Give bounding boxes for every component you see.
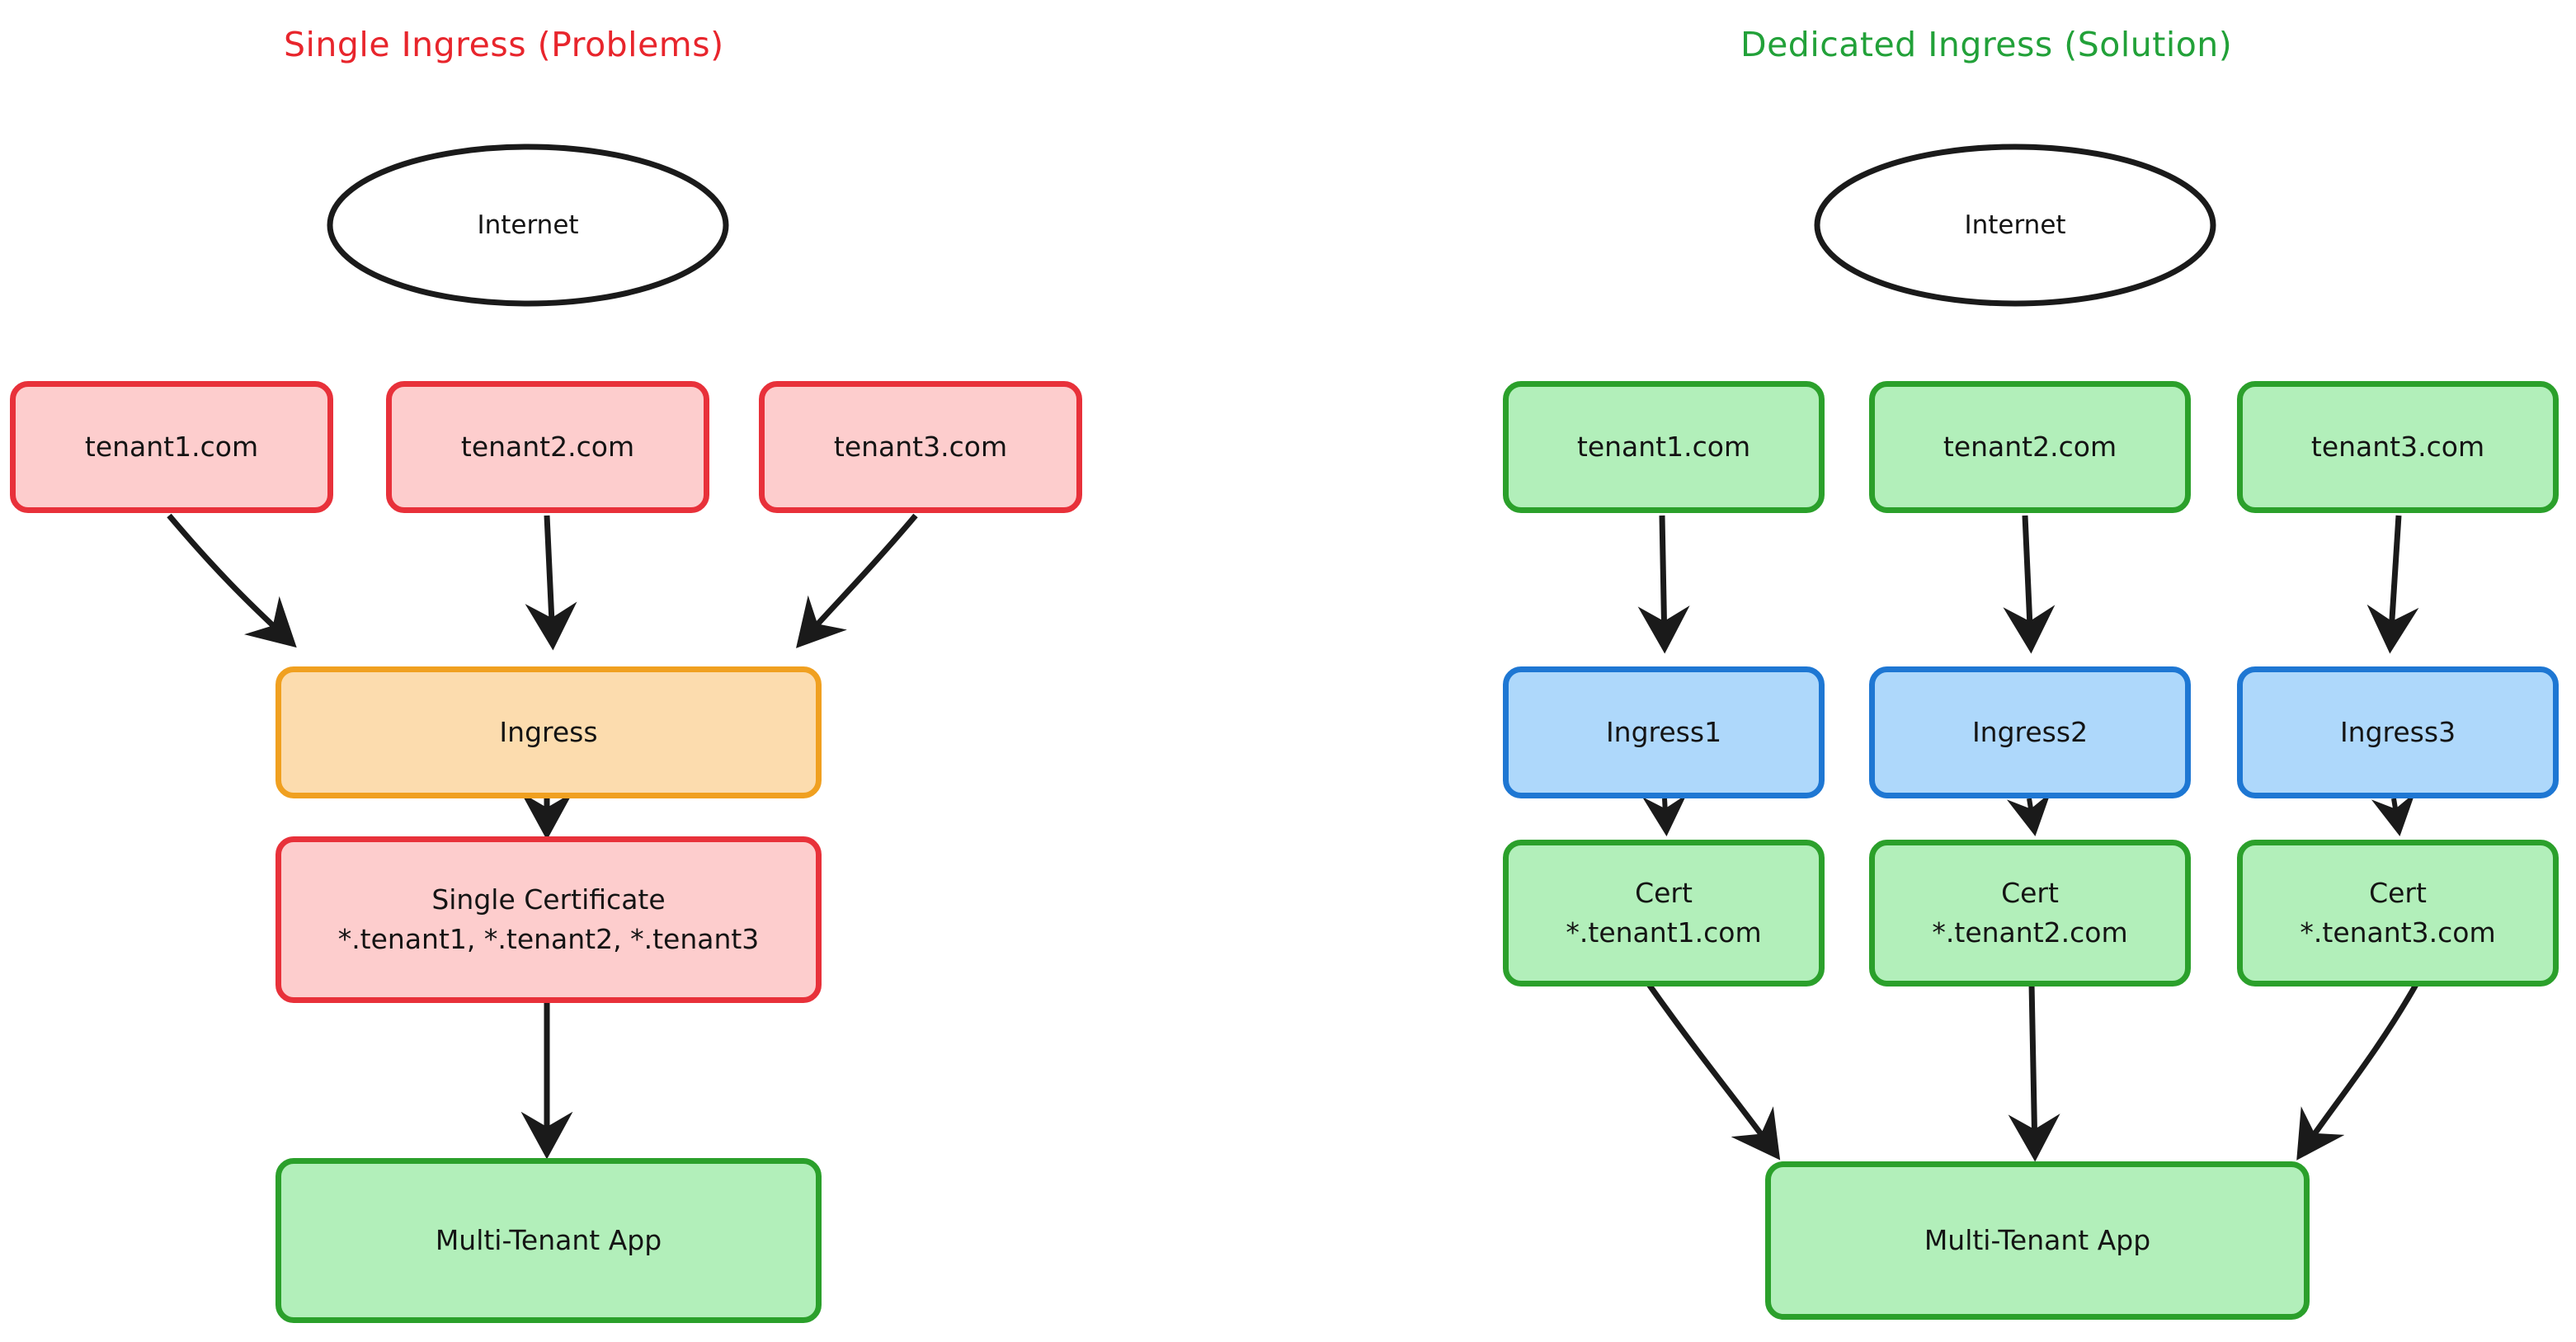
node-label: Ingress (499, 716, 598, 749)
arrow-tenant1-to-ingress1 (1637, 515, 1690, 654)
node-multi-tenant-app-left[interactable]: Multi-Tenant App (275, 1158, 822, 1323)
node-label: Multi-Tenant App (435, 1224, 662, 1257)
node-tenant2-right[interactable]: tenant2.com (1869, 381, 2191, 513)
arrow-cert1-to-app (1646, 981, 1781, 1161)
node-ingress-left[interactable]: Ingress (275, 666, 822, 798)
node-label-primary: Single Certificate (431, 883, 666, 916)
node-cert-tenant1[interactable]: Cert *.tenant1.com (1503, 840, 1825, 986)
arrow-cert2-to-app (2008, 982, 2060, 1162)
node-label: tenant2.com (460, 431, 635, 464)
node-tenant3-left[interactable]: tenant3.com (759, 381, 1082, 513)
node-label-secondary: *.tenant2.com (1932, 916, 2128, 949)
arrow-ingress1-to-cert1 (1641, 794, 1687, 836)
internet-label-left: Internet (477, 210, 579, 240)
node-label: tenant1.com (84, 431, 259, 464)
node-tenant2-left[interactable]: tenant2.com (386, 381, 709, 513)
node-label: Multi-Tenant App (1924, 1224, 2151, 1257)
node-label: tenant1.com (1576, 431, 1751, 464)
node-ingress1[interactable]: Ingress1 (1503, 666, 1825, 798)
node-label: Ingress2 (1971, 716, 2089, 749)
arrow-cert3-to-app (2296, 982, 2420, 1161)
node-label: tenant3.com (2310, 431, 2485, 464)
node-ingress2[interactable]: Ingress2 (1869, 666, 2191, 798)
right-panel-title: Dedicated Ingress (Solution) (1740, 25, 2233, 64)
node-ingress3[interactable]: Ingress3 (2237, 666, 2559, 798)
node-label-primary: Cert (2369, 877, 2427, 910)
arrow-tenant3-to-ingress3 (2366, 515, 2419, 654)
arrow-ingress3-to-cert3 (2371, 792, 2416, 836)
node-label: tenant2.com (1943, 431, 2117, 464)
node-label-primary: Cert (1635, 877, 1693, 910)
internet-label-right: Internet (1964, 210, 2066, 240)
node-tenant1-right[interactable]: tenant1.com (1503, 381, 1825, 513)
left-panel-title: Single Ingress (Problems) (284, 25, 724, 64)
arrow-tenant1-to-ingress (167, 513, 297, 648)
node-tenant1-left[interactable]: tenant1.com (10, 381, 333, 513)
node-single-certificate[interactable]: Single Certificate *.tenant1, *.tenant2,… (275, 836, 822, 1003)
node-label-secondary: *.tenant3.com (2300, 916, 2496, 949)
node-label: Ingress3 (2339, 716, 2456, 749)
arrow-tenant2-to-ingress (525, 515, 577, 651)
node-label-secondary: *.tenant1, *.tenant2, *.tenant3 (337, 923, 760, 955)
node-cert-tenant2[interactable]: Cert *.tenant2.com (1869, 840, 2191, 986)
arrow-tenant2-to-ingress2 (2003, 515, 2056, 654)
node-label: tenant3.com (833, 431, 1008, 464)
node-label: Ingress1 (1605, 716, 1722, 749)
arrow-tenant3-to-ingress (796, 513, 918, 648)
node-label-primary: Cert (2001, 877, 2059, 910)
node-label-secondary: *.tenant1.com (1566, 916, 1762, 949)
arrow-ingress2-to-cert2 (2006, 792, 2051, 836)
node-multi-tenant-app-right[interactable]: Multi-Tenant App (1765, 1161, 2310, 1320)
node-tenant3-right[interactable]: tenant3.com (2237, 381, 2559, 513)
node-cert-tenant3[interactable]: Cert *.tenant3.com (2237, 840, 2559, 986)
